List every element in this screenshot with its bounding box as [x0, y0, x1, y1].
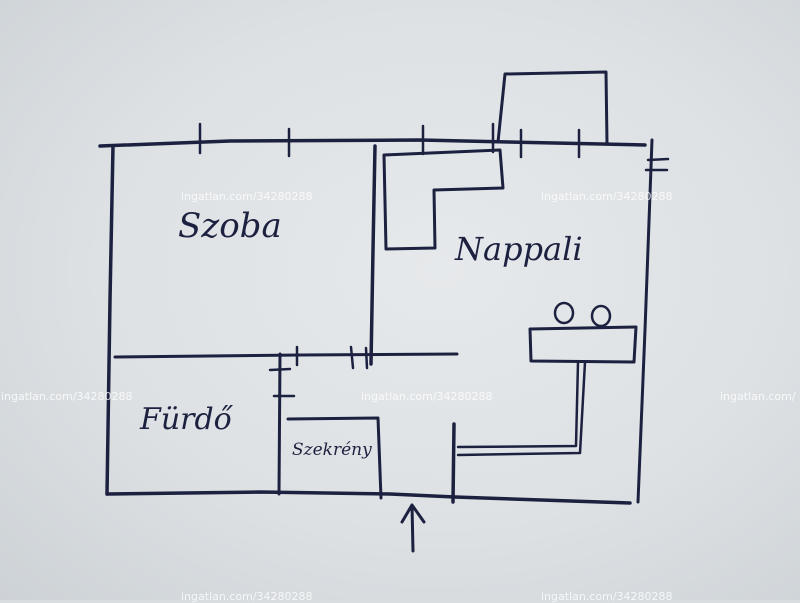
balcony — [496, 70, 609, 145]
stove-burner-right — [590, 304, 612, 328]
szoba-furdo-wall — [113, 352, 459, 359]
watermark: ingatlan.com/34280288 — [181, 190, 313, 203]
stove-counter — [528, 325, 638, 364]
bottom-wall — [105, 490, 632, 505]
furdo-wall — [277, 352, 282, 496]
watermark: ingatlan.com/34280288 — [1, 390, 133, 403]
window-ticks — [198, 122, 581, 159]
room-label-nappali: Nappali — [455, 230, 583, 268]
right-wall-ticks — [644, 157, 670, 172]
kitchen-counter — [456, 360, 587, 457]
stove-burner-left — [553, 301, 575, 325]
furdo-door-ticks — [268, 367, 296, 398]
wardrobe-outline — [286, 416, 383, 500]
sofa-l-shape — [382, 148, 505, 251]
door-ticks-top — [295, 345, 369, 370]
watermark: ingatlan.com/34280288 — [181, 590, 313, 603]
left-wall — [105, 144, 115, 496]
szoba-nappali-wall — [369, 144, 377, 366]
watermark: ingatlan.com/34280288 — [361, 390, 493, 403]
entrance-arrow-icon — [400, 503, 426, 553]
watermark: ingatlan.com/ — [720, 390, 796, 403]
right-wall — [636, 138, 654, 504]
watermark: ingatlan.com/34280288 — [541, 190, 673, 203]
top-wall — [98, 138, 647, 148]
room-label-szekreny: Szekrény — [292, 440, 372, 460]
entrance-wall — [451, 422, 456, 504]
watermark: ingatlan.com/34280288 — [541, 590, 673, 603]
room-label-szoba: Szoba — [178, 206, 282, 246]
room-label-furdo: Fürdő — [140, 402, 232, 437]
